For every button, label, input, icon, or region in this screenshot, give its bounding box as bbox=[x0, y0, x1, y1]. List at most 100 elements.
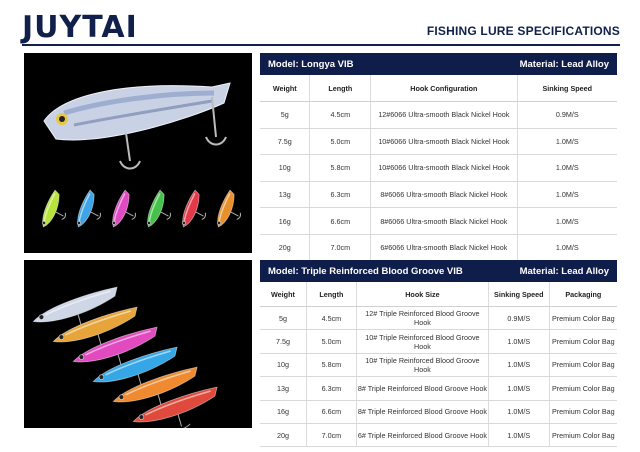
table-cell: 16g bbox=[260, 400, 307, 424]
column-header: Length bbox=[309, 75, 371, 102]
lure-image bbox=[181, 189, 207, 228]
table-cell: 1.0M/S bbox=[516, 154, 617, 182]
table-cell: 7.0cm bbox=[305, 423, 357, 448]
table-cell: 0.9M/S bbox=[487, 306, 550, 331]
table-cell: 1.0M/S bbox=[487, 423, 550, 448]
table-cell: Premium Color Bag bbox=[548, 329, 617, 354]
table-cell: 10# Triple Reinforced Blood Groove Hook bbox=[355, 329, 489, 354]
lure-image bbox=[112, 366, 198, 410]
lure-image bbox=[132, 386, 218, 428]
table-cell: 8#6066 Ultra-smooth Black Nickel Hook bbox=[370, 207, 518, 235]
table-cell: 20g bbox=[260, 234, 310, 262]
table-cell: Premium Color Bag bbox=[548, 353, 617, 378]
table-cell: 7.0cm bbox=[309, 234, 371, 262]
column-header: Hook Size bbox=[355, 282, 489, 307]
table-cell: 5.0cm bbox=[309, 128, 371, 156]
table-cell: 13g bbox=[260, 376, 307, 401]
column-header: Weight bbox=[260, 75, 310, 102]
table-cell: Premium Color Bag bbox=[548, 423, 617, 448]
lure-image bbox=[52, 306, 138, 350]
table-cell: 12#6066 Ultra-smooth Black Nickel Hook bbox=[370, 101, 518, 129]
lure-illustration bbox=[41, 82, 242, 228]
table-cell: 5g bbox=[260, 306, 307, 331]
table-cell: 7.5g bbox=[260, 329, 307, 354]
table-cell: 5g bbox=[260, 101, 310, 129]
table-cell: 1.0M/S bbox=[516, 234, 617, 262]
table-cell: 6# Triple Reinforced Blood Groove Hook bbox=[355, 423, 489, 448]
table-cell: 5.8cm bbox=[309, 154, 371, 182]
table-cell: 6.3cm bbox=[305, 376, 357, 401]
lure-image bbox=[111, 189, 137, 228]
table-cell: 8# Triple Reinforced Blood Groove Hook bbox=[355, 376, 489, 401]
table-cell: 7.5g bbox=[260, 128, 310, 156]
table-cell: 5.0cm bbox=[305, 329, 357, 354]
lure-image bbox=[76, 189, 102, 228]
table-cell: 16g bbox=[260, 207, 310, 235]
table-cell: 1.0M/S bbox=[516, 207, 617, 235]
spec-panel-longya-vib: Model: Longya VIB Material: Lead Alloy W… bbox=[260, 53, 617, 262]
table-cell: 6#6066 Ultra-smooth Black Nickel Hook bbox=[370, 234, 518, 262]
model-label: Model: Triple Reinforced Blood Groove VI… bbox=[268, 265, 463, 277]
table-cell: 10#6066 Ultra-smooth Black Nickel Hook bbox=[370, 128, 518, 156]
table-cell: Premium Color Bag bbox=[548, 306, 617, 331]
table-cell: 10#6066 Ultra-smooth Black Nickel Hook bbox=[370, 154, 518, 182]
table-cell: 5.8cm bbox=[305, 353, 357, 378]
brand-logo: JUYTAI bbox=[22, 10, 138, 45]
product-photo-triple-reinforced-vib bbox=[24, 260, 252, 428]
column-header: Sinking Speed bbox=[516, 75, 617, 102]
lure-illustration bbox=[32, 286, 218, 428]
table-cell: 1.0M/S bbox=[516, 181, 617, 209]
table-cell: 10# Triple Reinforced Blood Groove Hook bbox=[355, 353, 489, 378]
table-cell: 12# Triple Reinforced Blood Groove Hook bbox=[355, 306, 489, 331]
lure-image bbox=[41, 189, 67, 228]
column-header: Weight bbox=[260, 282, 307, 307]
table-cell: 6.3cm bbox=[309, 181, 371, 209]
table-cell: 1.0M/S bbox=[487, 353, 550, 378]
table-cell: 4.5cm bbox=[309, 101, 371, 129]
header-divider bbox=[22, 44, 620, 46]
product-photo-longya-vib bbox=[24, 53, 252, 253]
lure-image bbox=[72, 326, 158, 370]
table-cell: 8#6066 Ultra-smooth Black Nickel Hook bbox=[370, 181, 518, 209]
table-cell: 10g bbox=[260, 353, 307, 378]
material-label: Material: Lead Alloy bbox=[519, 265, 609, 277]
table-cell: 1.0M/S bbox=[487, 400, 550, 424]
table-cell: 1.0M/S bbox=[487, 376, 550, 401]
table-cell: 13g bbox=[260, 181, 310, 209]
model-header-bar: Model: Triple Reinforced Blood Groove VI… bbox=[260, 260, 617, 282]
table-cell: Premium Color Bag bbox=[548, 400, 617, 424]
table-cell: 4.5cm bbox=[305, 306, 357, 331]
table-cell: 1.0M/S bbox=[487, 329, 550, 354]
table-cell: 6.6cm bbox=[309, 207, 371, 235]
model-header-bar: Model: Longya VIB Material: Lead Alloy bbox=[260, 53, 617, 75]
table-cell: 20g bbox=[260, 423, 307, 448]
column-header: Packaging bbox=[548, 282, 617, 307]
column-header: Hook Configuration bbox=[370, 75, 518, 102]
page-title: FISHING LURE SPECIFICATIONS bbox=[426, 24, 620, 38]
model-label: Model: Longya VIB bbox=[268, 58, 354, 70]
lure-image bbox=[32, 286, 118, 330]
spec-panel-triple-reinforced-vib: Model: Triple Reinforced Blood Groove VI… bbox=[260, 260, 617, 448]
table-cell: 8# Triple Reinforced Blood Groove Hook bbox=[355, 400, 489, 424]
table-cell: 10g bbox=[260, 154, 310, 182]
table-cell: 6.6cm bbox=[305, 400, 357, 424]
lure-image bbox=[146, 189, 172, 228]
table-cell: 0.9M/S bbox=[516, 101, 617, 129]
lure-image bbox=[216, 189, 242, 228]
table-cell: 1.0M/S bbox=[516, 128, 617, 156]
column-header: Sinking Speed bbox=[487, 282, 550, 307]
table-cell: Premium Color Bag bbox=[548, 376, 617, 401]
